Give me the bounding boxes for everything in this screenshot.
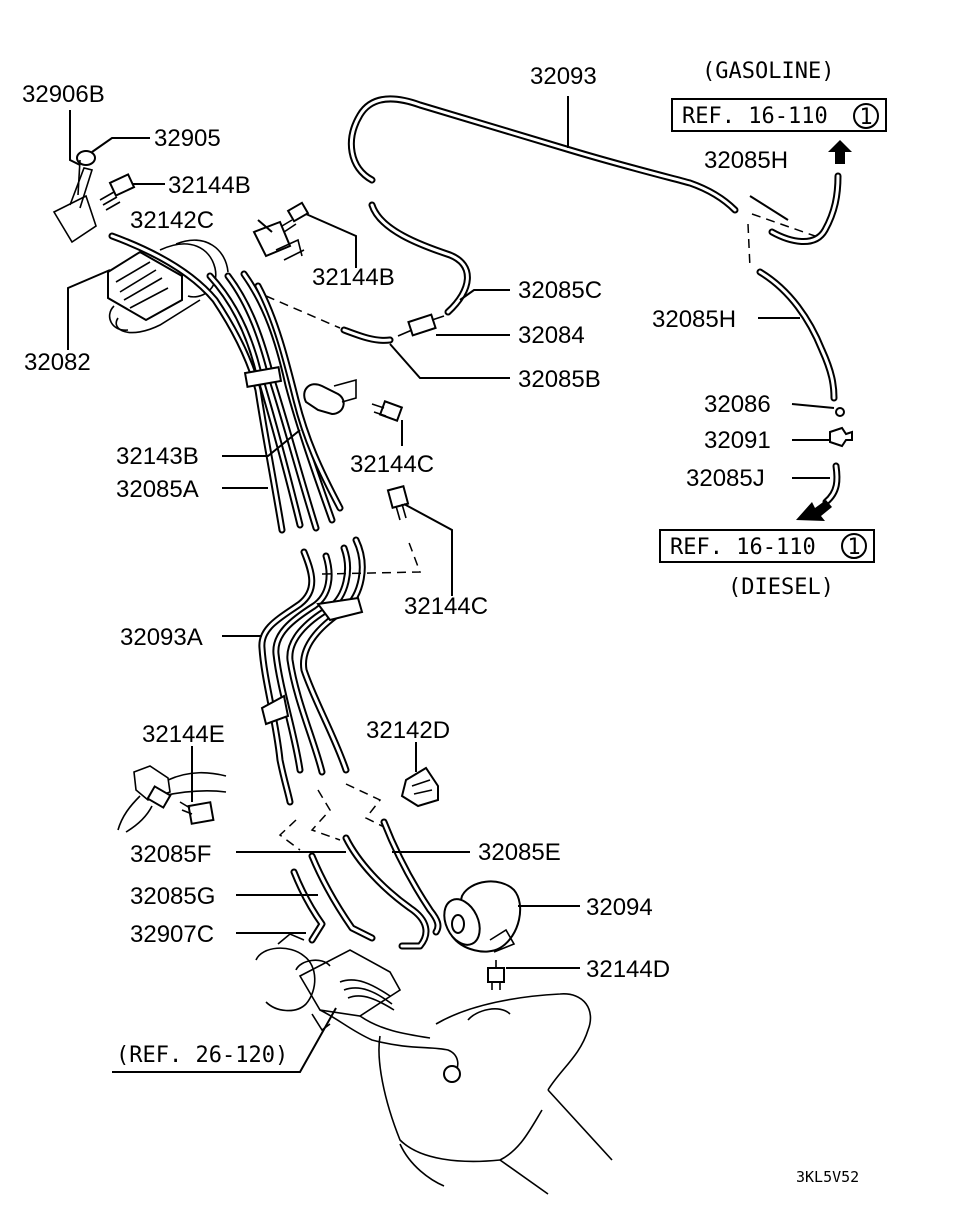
label-32082[interactable]: 32082 [24,349,91,376]
label-32091[interactable]: 32091 [704,427,771,454]
hose-32085J-drawing [822,462,841,506]
clip-32143B-drawing [303,378,357,416]
bracket-32144E-drawing [117,765,227,833]
label-32143B[interactable]: 32143B [116,443,199,470]
label-32085A[interactable]: 32085A [116,476,199,503]
dashed-connection-upper [265,213,816,329]
label-32144C-upper[interactable]: 32144C [350,451,434,478]
dashed-connection-lower [278,539,422,851]
ref-16-110-bottom-label: REF. 16-110 [670,535,816,560]
label-32086[interactable]: 32086 [704,391,771,418]
bolt-32144B-top-drawing [99,173,136,211]
filter-32094-drawing [443,880,522,953]
ref-16-110-top-label: REF. 16-110 [682,104,828,129]
label-32144D[interactable]: 32144D [586,956,670,983]
up-arrow-icon [828,140,852,164]
label-32085J[interactable]: 32085J [686,465,765,492]
diesel-note: (DIESEL) [728,575,834,600]
label-32093A[interactable]: 32093A [120,624,203,651]
pipe-bundle-32093A-drawing [258,536,366,806]
hose-32085H-lower-drawing [756,268,838,402]
hoses-32085EFG-drawing [290,818,442,950]
gasoline-note: (GASOLINE) [702,59,834,84]
label-32144B-lower[interactable]: 32144B [312,264,395,291]
leader-lines [67,96,835,1073]
ring-32086-drawing [835,407,845,417]
ref-box-top[interactable]: REF. 16-110 1 [671,98,887,132]
bracket-32906B-drawing [52,150,97,244]
label-32906B[interactable]: 32906B [22,81,105,108]
clip-32142D-drawing [400,766,439,808]
figure-code: 3KL5V52 [796,1168,859,1186]
clip-32142C-drawing [252,201,310,261]
label-32085E[interactable]: 32085E [478,839,561,866]
ref-bottom-circle-number: 1 [847,535,860,560]
connector-32091-drawing [829,426,853,448]
ref-26-120-note[interactable]: (REF. 26-120) [116,1043,288,1068]
label-32094[interactable]: 32094 [586,894,653,921]
label-32085F[interactable]: 32085F [130,841,211,868]
label-32905[interactable]: 32905 [154,125,221,152]
label-32142D[interactable]: 32142D [366,717,450,744]
label-32085C[interactable]: 32085C [518,277,602,304]
label-32144C-lower[interactable]: 32144C [404,593,488,620]
label-32144E[interactable]: 32144E [142,721,225,748]
label-32084[interactable]: 32084 [518,322,585,349]
label-32085B[interactable]: 32085B [518,366,601,393]
hose-32093-drawing [347,95,739,214]
fuel-tank-assembly-drawing [255,933,613,1195]
label-32085G[interactable]: 32085G [130,883,215,910]
ref-top-circle-number: 1 [859,105,872,130]
hose-32085B-drawing [340,326,394,344]
label-32144B-top[interactable]: 32144B [168,172,251,199]
valve-32084-drawing [397,313,445,337]
label-32907C[interactable]: 32907C [130,921,214,948]
label-32085H-upper[interactable]: 32085H [704,147,788,174]
hose-32085C-drawing [368,201,471,316]
hose-32085H-upper-drawing [768,172,842,246]
bolt-32144D-drawing [487,960,505,990]
label-32093[interactable]: 32093 [530,63,597,90]
valve-block-32082-drawing [107,239,229,334]
ref-box-bottom[interactable]: REF. 16-110 1 [659,529,875,563]
bolt-32144C-lower-drawing [386,485,410,521]
label-32142C[interactable]: 32142C [130,207,214,234]
down-left-arrow-icon [796,500,832,521]
label-32085H-lower[interactable]: 32085H [652,306,736,333]
bolt-32144C-upper-drawing [371,400,404,422]
